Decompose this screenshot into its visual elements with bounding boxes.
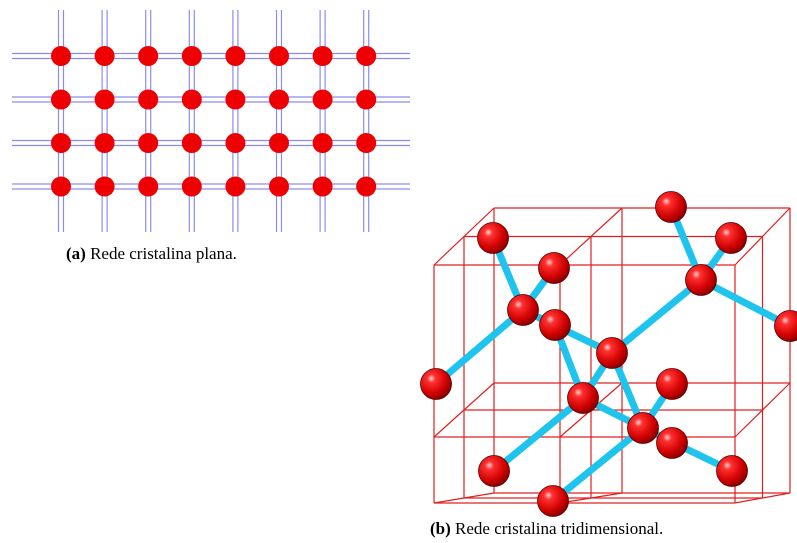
atom: [356, 89, 377, 110]
atom: [627, 412, 659, 444]
atom: [538, 252, 570, 284]
atom: [269, 89, 289, 110]
atom: [656, 427, 688, 459]
atom: [138, 89, 159, 110]
planar-lattice: [12, 10, 410, 232]
bond: [608, 276, 705, 357]
atom: [94, 176, 115, 197]
atom: [51, 133, 71, 153]
atom: [225, 89, 246, 110]
planar-lattice-grid-lines: [12, 10, 410, 232]
atom: [51, 46, 71, 66]
atom: [181, 133, 202, 153]
atom: [94, 133, 115, 153]
atom: [269, 176, 289, 197]
atom: [312, 46, 333, 66]
atom: [356, 176, 377, 197]
caption-three-dimensional-lattice-tag: (b): [430, 519, 451, 538]
atom: [715, 222, 747, 254]
atom: [507, 294, 539, 326]
caption-three-dimensional-lattice: (b) Rede cristalina tridimensional.: [430, 519, 663, 539]
atom: [656, 368, 688, 400]
atom: [356, 133, 377, 153]
atom: [94, 46, 115, 66]
atom: [138, 133, 159, 153]
atom: [478, 455, 510, 487]
atom: [685, 264, 717, 296]
atom: [225, 176, 246, 197]
atom: [225, 46, 246, 66]
bond: [639, 424, 736, 475]
atom: [539, 309, 571, 341]
atom: [596, 337, 628, 369]
atom: [312, 89, 333, 110]
atom: [181, 176, 202, 197]
caption-planar-lattice-text: Rede cristalina plana.: [90, 244, 237, 263]
atom: [138, 46, 159, 66]
atom: [420, 368, 452, 400]
atom: [567, 382, 599, 414]
bond: [490, 394, 587, 475]
atom: [138, 176, 159, 197]
lattice-atoms: [420, 191, 797, 517]
bond: [697, 276, 794, 330]
bond: [549, 424, 647, 505]
planar-lattice-atoms: [51, 46, 377, 197]
atom: [537, 485, 569, 517]
atom: [51, 176, 71, 197]
three-dimensional-lattice: [420, 191, 797, 517]
caption-planar-lattice: (a) Rede cristalina plana.: [66, 244, 237, 264]
atom: [312, 176, 333, 197]
atom: [356, 46, 377, 66]
bond: [432, 306, 527, 388]
atom: [181, 46, 202, 66]
atom: [225, 133, 246, 153]
atom: [716, 455, 748, 487]
atom: [269, 46, 289, 66]
caption-planar-lattice-tag: (a): [66, 244, 86, 263]
atom: [51, 89, 71, 110]
atom: [477, 222, 509, 254]
caption-three-dimensional-lattice-text: Rede cristalina tridimensional.: [455, 519, 664, 538]
atom: [181, 89, 202, 110]
atom: [269, 133, 289, 153]
atom: [655, 191, 687, 223]
atom: [774, 310, 797, 342]
atom: [94, 89, 115, 110]
atom: [312, 133, 333, 153]
